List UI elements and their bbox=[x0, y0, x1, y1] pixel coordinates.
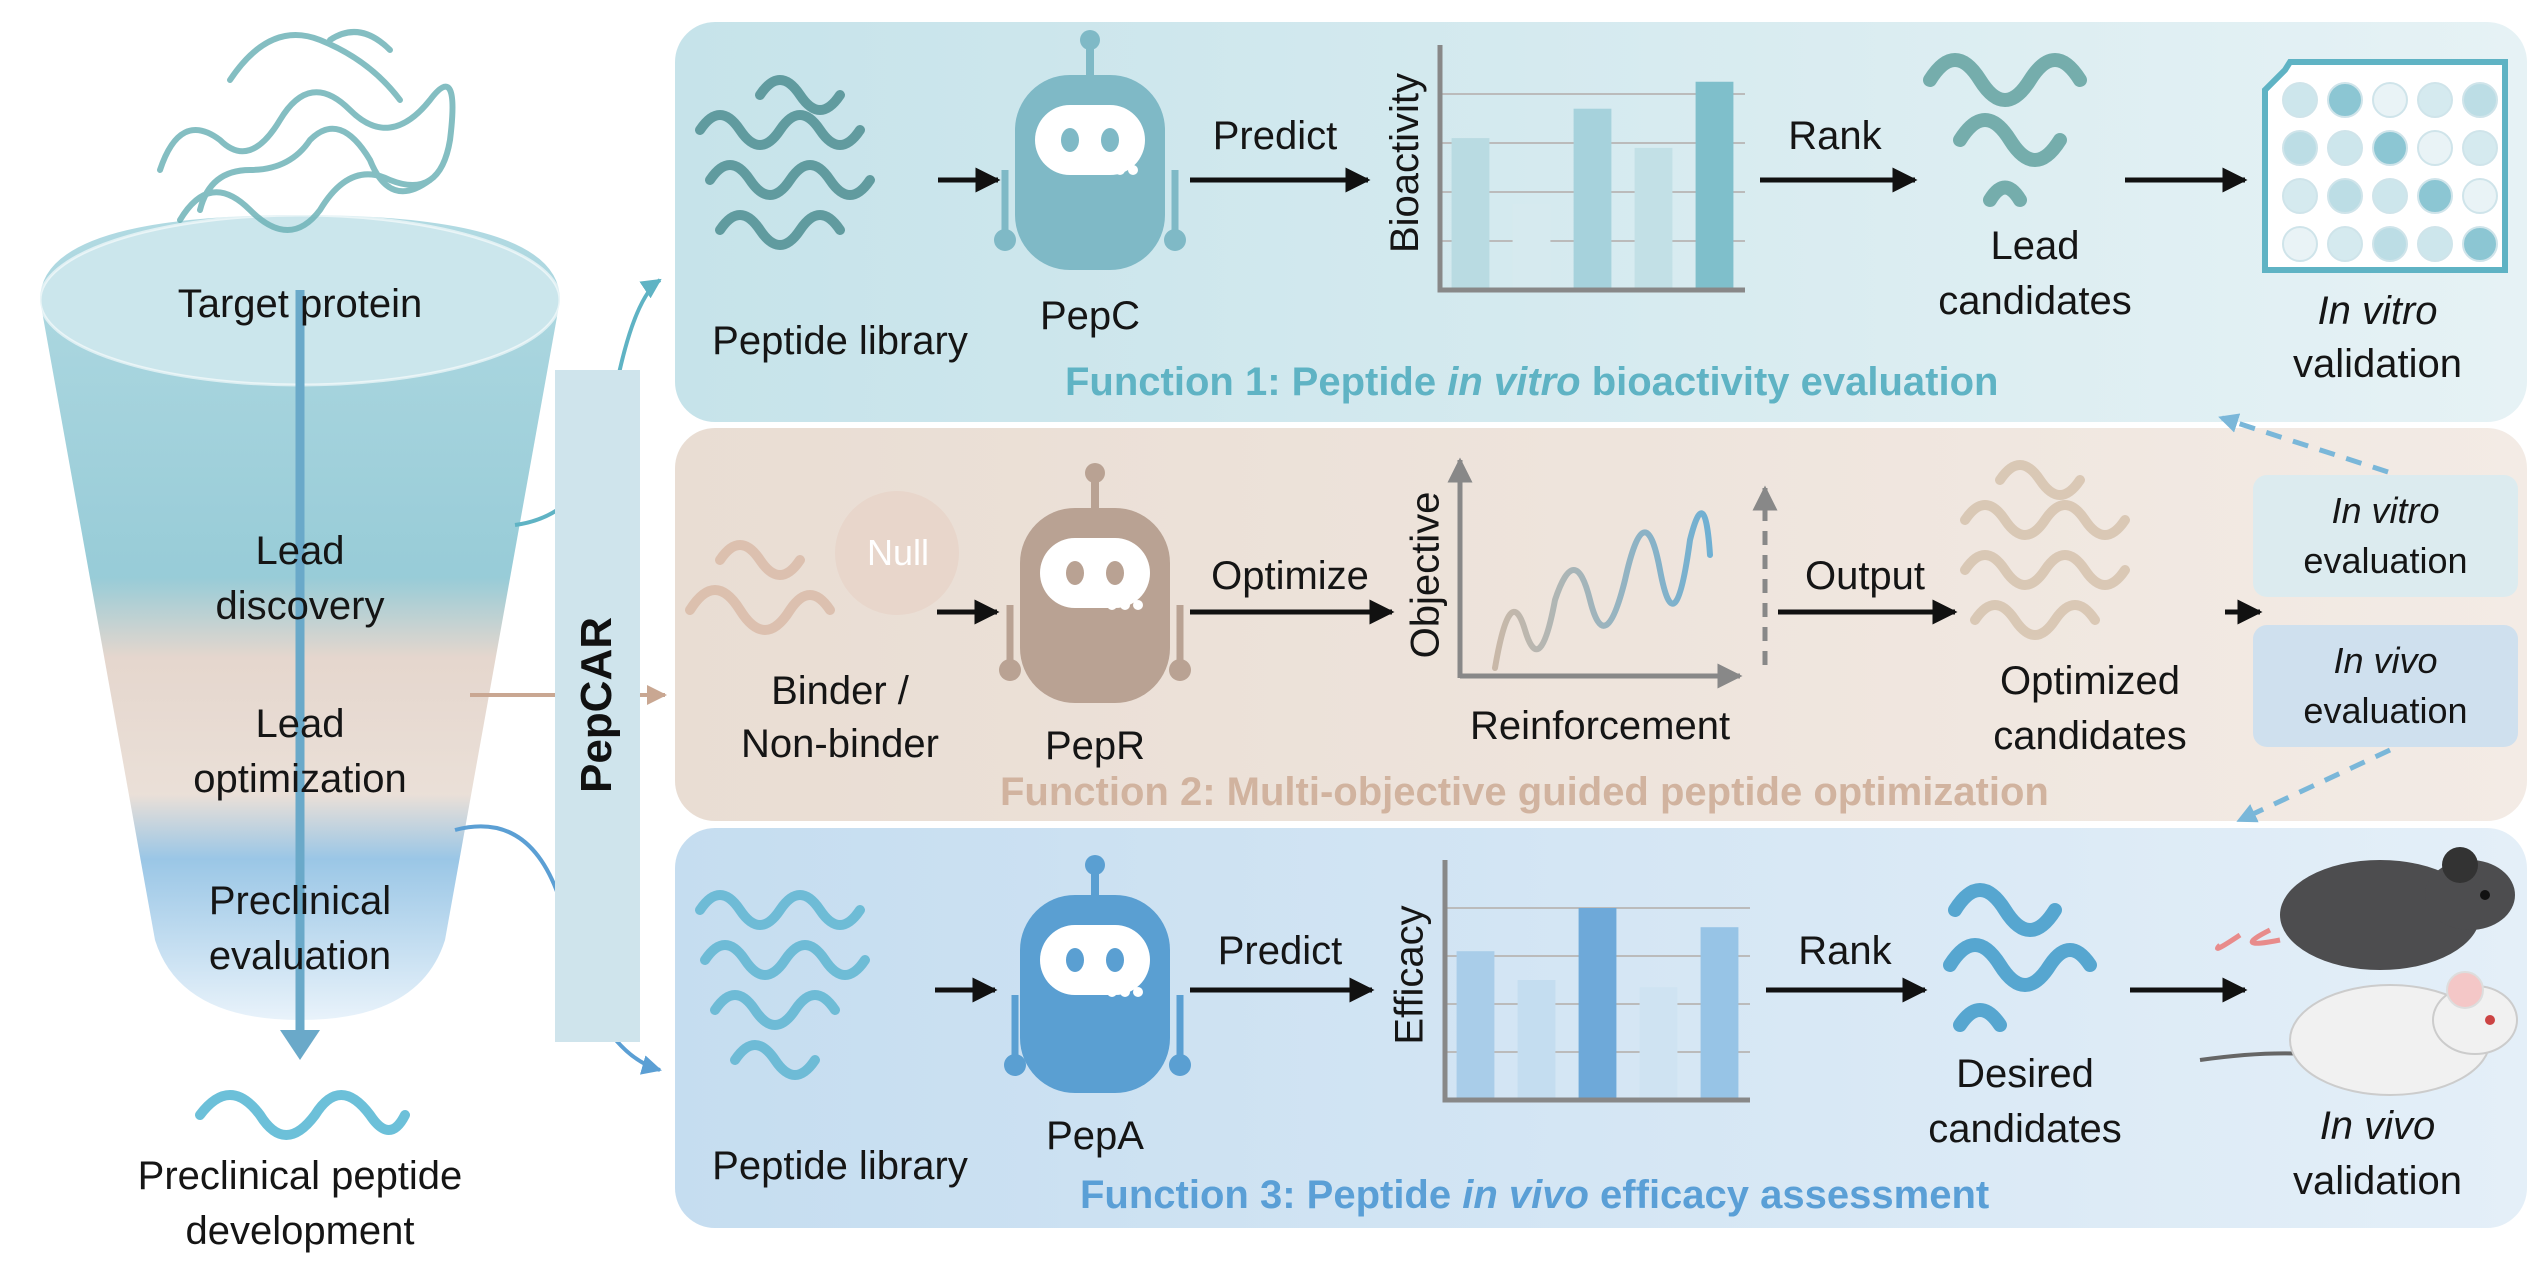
f2-optimize-label: Optimize bbox=[1211, 554, 1369, 598]
bioactivity-bar-chart bbox=[1437, 45, 1745, 293]
schematic-bar bbox=[1456, 951, 1495, 1100]
desired-candidates-label-1: Desired bbox=[1956, 1052, 2094, 1096]
efficacy-axis-label: Efficacy bbox=[1388, 905, 1433, 1045]
objective-curve bbox=[1492, 510, 1713, 671]
dashed-feedback-up bbox=[2218, 413, 2389, 475]
f1-rank-label: Rank bbox=[1788, 114, 1882, 158]
schematic-bar bbox=[1451, 138, 1490, 290]
target-protein-icon bbox=[157, 29, 456, 233]
lead-candidate-helix-icon bbox=[1923, 53, 2087, 207]
optimized-candidates-label-1: Optimized bbox=[1999, 659, 2181, 703]
pepc-label: PepC bbox=[1039, 294, 1141, 338]
pepa-robot-icon bbox=[1004, 855, 1191, 1093]
optimized-candidates-label-2: candidates bbox=[1993, 714, 2187, 758]
lead-discovery-label-1: Lead bbox=[255, 529, 345, 573]
schematic-bar bbox=[1517, 980, 1556, 1100]
f1-peptide-library-label: Peptide library bbox=[712, 319, 968, 363]
f3-peptide-library-label: Peptide library bbox=[712, 1144, 968, 1188]
binder-helix-icon bbox=[685, 540, 835, 635]
pepr-label: PepR bbox=[1044, 724, 1146, 768]
schematic-bar bbox=[1639, 987, 1678, 1100]
eval-invivo-label-1: In vivo bbox=[2333, 640, 2438, 681]
eval-invitro-label-1: In vitro bbox=[2331, 490, 2440, 531]
eval-invitro-label-2: evaluation bbox=[2303, 540, 2468, 581]
function2-title: Function 2: Multi-objective guided pepti… bbox=[1000, 770, 2049, 814]
target-protein-label: Target protein bbox=[177, 282, 423, 326]
lead-candidates-label-2: candidates bbox=[1938, 279, 2132, 323]
peptide-helix-icon bbox=[195, 1090, 410, 1140]
well-plate-icon bbox=[2262, 59, 2508, 273]
preclinical-evaluation-label-2: evaluation bbox=[208, 934, 392, 978]
function1-title: Function 1: Peptide in vitro bioactivity… bbox=[1065, 360, 1999, 404]
in-vivo-validation-label-1: In vivo bbox=[2319, 1104, 2436, 1148]
mouse-icon-white bbox=[2199, 971, 2518, 1096]
f1-predict-label: Predict bbox=[1212, 114, 1338, 158]
schematic-bar bbox=[1573, 108, 1612, 290]
pepcar-bar bbox=[555, 370, 640, 1042]
schematic-bar bbox=[1634, 147, 1673, 290]
pepa-label: PepA bbox=[1046, 1114, 1144, 1158]
lead-optimization-label-2: optimization bbox=[193, 757, 407, 801]
desired-candidates-label-2: candidates bbox=[1928, 1107, 2122, 1151]
eval-box-invitro bbox=[2253, 475, 2518, 597]
eval-box-invivo bbox=[2253, 625, 2518, 747]
f3-predict-label: Predict bbox=[1217, 929, 1343, 973]
preclinical-evaluation-label-1: Preclinical bbox=[208, 879, 392, 923]
f3-rank-label: Rank bbox=[1798, 929, 1892, 973]
null-binder-circle bbox=[835, 491, 959, 615]
pepcar-label: PepCAR bbox=[572, 616, 621, 794]
efficacy-bar-chart bbox=[1442, 860, 1750, 1103]
preclinical-development-label-1: Preclinical peptide bbox=[137, 1154, 463, 1198]
desired-candidate-helix-icon bbox=[1943, 883, 2097, 1032]
in-vivo-validation-label-2: validation bbox=[2292, 1159, 2462, 1203]
mouse-icon-black bbox=[2215, 847, 2515, 970]
pepr-robot-icon bbox=[999, 463, 1191, 703]
null-label: Null bbox=[866, 532, 929, 573]
in-vitro-validation-label-1: In vitro bbox=[2317, 289, 2438, 333]
bioactivity-axis-label: Bioactivity bbox=[1383, 72, 1427, 254]
optimized-candidates-icon bbox=[1960, 460, 2130, 640]
f2-output-label: Output bbox=[1804, 554, 1926, 598]
lead-candidates-label-1: Lead bbox=[1990, 224, 2080, 268]
lead-optimization-label-1: Lead bbox=[255, 702, 345, 746]
objective-axis-label: Objective bbox=[1403, 491, 1447, 659]
pepc-robot-icon bbox=[994, 30, 1186, 270]
binder-label-2: Non-binder bbox=[741, 722, 939, 766]
development-funnel bbox=[38, 213, 562, 1060]
peptide-library-icon-3 bbox=[695, 890, 870, 1080]
preclinical-development-label-2: development bbox=[185, 1209, 415, 1253]
schematic-bar bbox=[1578, 908, 1617, 1100]
function3-title: Function 3: Peptide in vivo efficacy ass… bbox=[1080, 1173, 1990, 1217]
schematic-bar bbox=[1512, 204, 1551, 290]
eval-invivo-label-2: evaluation bbox=[2303, 690, 2468, 731]
objective-plot bbox=[1447, 457, 1743, 689]
reinforcement-label: Reinforcement bbox=[1469, 704, 1731, 748]
binder-label-1: Binder / bbox=[771, 669, 909, 713]
peptide-library-icon-1 bbox=[695, 75, 875, 250]
schematic-bar bbox=[1695, 81, 1734, 290]
lead-discovery-label-2: discovery bbox=[215, 584, 385, 628]
in-vitro-validation-label-2: validation bbox=[2292, 342, 2462, 386]
schematic-bar bbox=[1700, 927, 1739, 1100]
